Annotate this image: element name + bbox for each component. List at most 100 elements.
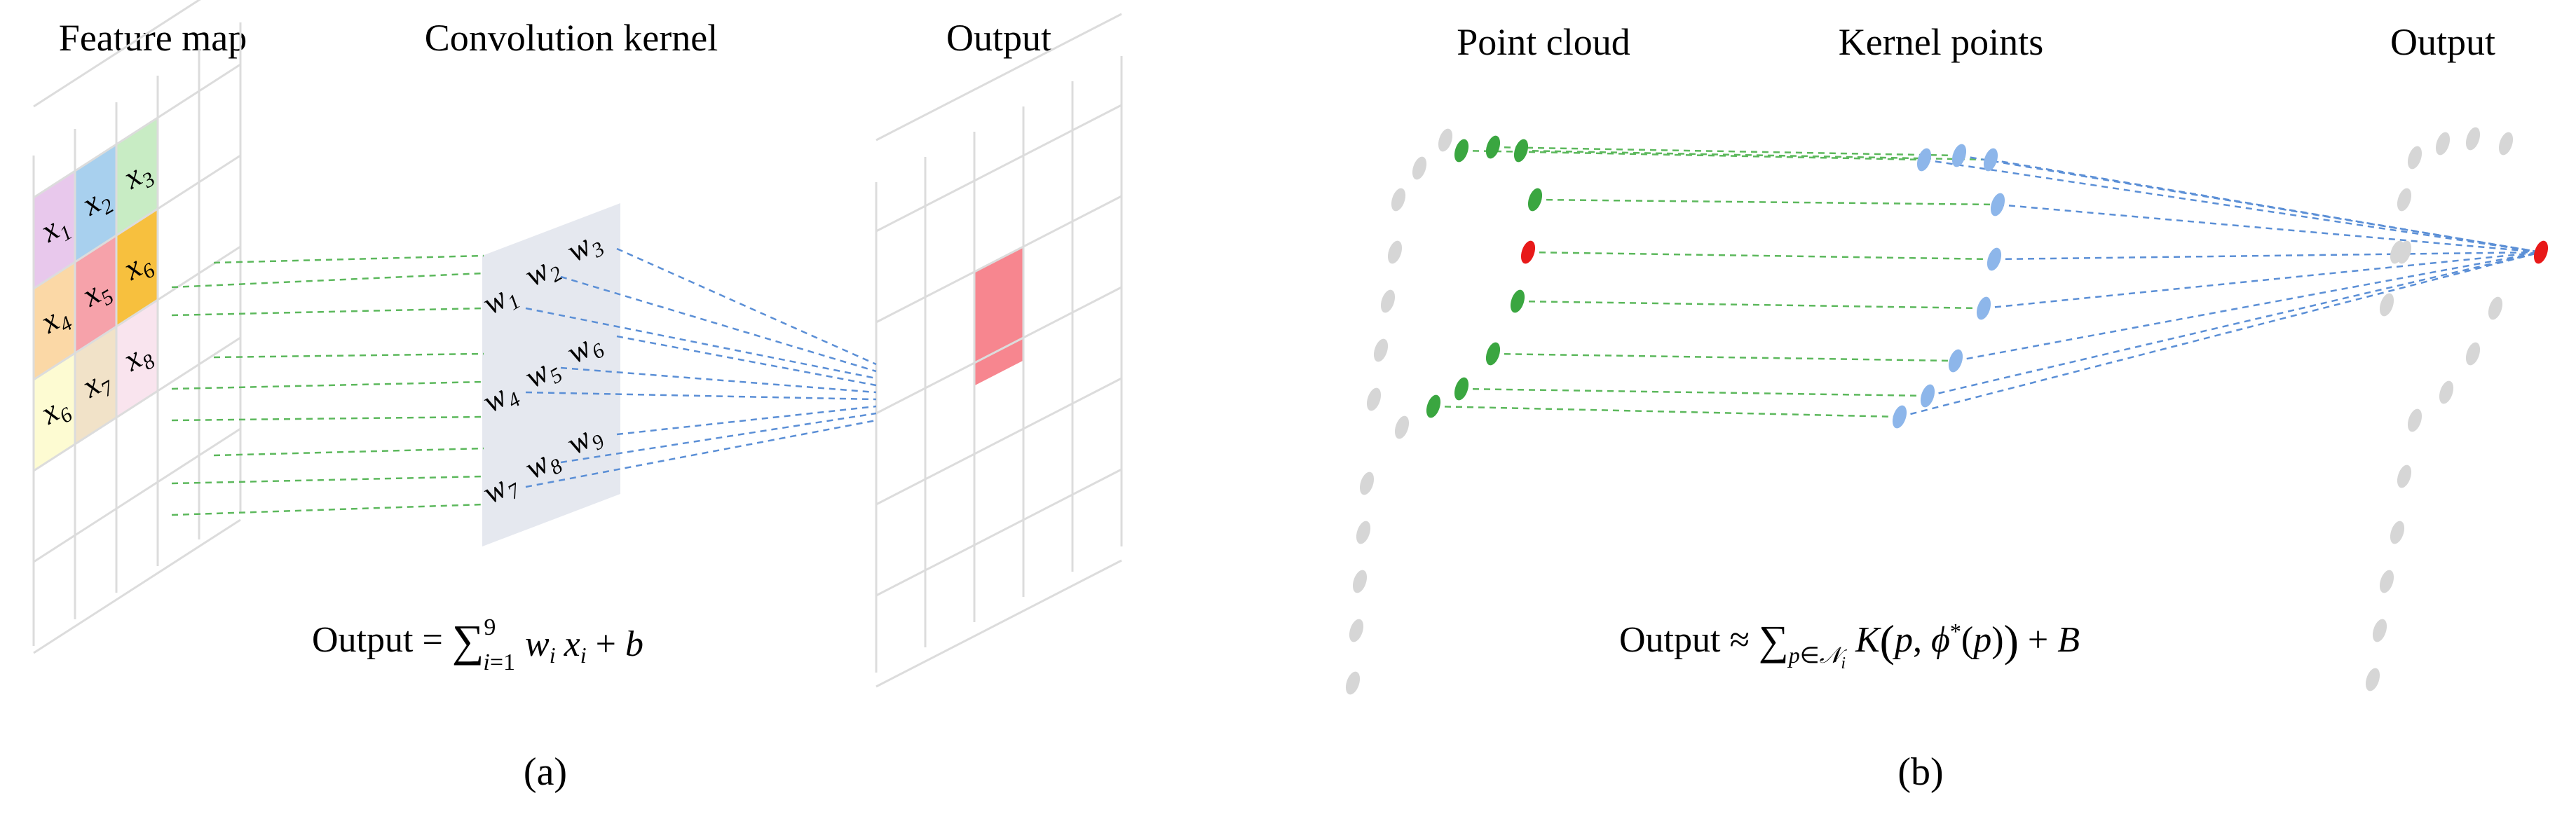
kernel-connection: [171, 380, 484, 390]
panel-a: Feature map Convolution kernel Output x1…: [32, 0, 1123, 794]
output-cloud-point: [2379, 293, 2394, 317]
neighbor-point: [1426, 394, 1441, 418]
output-cloud-point: [2407, 146, 2422, 170]
kernel-connection: [213, 254, 484, 264]
feature-cell-x1b: [34, 262, 75, 380]
feature-cell-x7: [34, 353, 75, 471]
kernel-points-label: Kernel points: [1839, 21, 2043, 63]
output-cloud-point: [2435, 132, 2451, 156]
output-cloud-point: [2397, 240, 2412, 264]
grid-line: [33, 154, 241, 290]
output-connection: [1990, 158, 2542, 254]
kernel-point: [1990, 193, 2005, 216]
kernel-connection: [1517, 300, 1984, 310]
cloud-point: [1394, 415, 1410, 439]
feature-cell-x5: [75, 235, 116, 353]
neighbor-point: [1485, 342, 1501, 366]
output-label-a: Output: [946, 17, 1051, 59]
grid-line: [33, 336, 241, 472]
kernel-point: [1920, 384, 1935, 408]
output-cloud-point: [2390, 521, 2405, 544]
output-connection: [1923, 158, 2542, 254]
kernel-connection: [171, 307, 484, 317]
panel-b-connections: [1433, 146, 2542, 418]
output-point: [2533, 240, 2549, 264]
output-connection: [525, 419, 877, 488]
feature-map-cells: [34, 118, 158, 471]
output-cloud-point: [2397, 188, 2412, 212]
output-connection: [616, 335, 877, 387]
grid-line: [875, 104, 1122, 233]
feature-cell-x2: [75, 144, 116, 262]
neighbor-point: [1454, 139, 1469, 163]
grid-line: [33, 63, 241, 199]
kernel-connection: [213, 447, 484, 457]
point-cloud-label: Point cloud: [1457, 21, 1630, 63]
kernel-connection: [1433, 405, 1900, 418]
output-connection: [616, 405, 877, 436]
kernel-point: [1916, 148, 1932, 172]
grid-line: [875, 195, 1122, 324]
grid-line: [875, 286, 1122, 415]
equation-b: Output ≈ ∑p∈𝒩iK(p, ϕ*(p)) + B: [1619, 616, 2080, 673]
grid-line: [875, 468, 1122, 597]
center-point: [1520, 240, 1536, 264]
cloud-point: [1349, 619, 1364, 642]
output-map-cells: [974, 247, 1023, 386]
feature-cell-x1: [34, 171, 75, 289]
cloud-point: [1373, 338, 1389, 362]
output-connection: [1899, 251, 2542, 418]
kernel-connection: [171, 415, 484, 422]
feature-cell-x9: [116, 300, 158, 418]
kernel-connection: [1461, 387, 1928, 397]
cloud-point: [1387, 240, 1403, 264]
output-cloud-point: [2465, 127, 2481, 151]
cloud-point: [1380, 289, 1396, 313]
output-cloud-point: [2397, 464, 2412, 488]
kernel-connection: [171, 503, 484, 516]
neighbor-point: [1454, 377, 1469, 401]
cloud-point: [1438, 128, 1453, 152]
output-cloud-point: [2465, 342, 2481, 366]
output-connection: [1997, 203, 2542, 254]
output-cloud-point: [2379, 570, 2394, 593]
output-label-b: Output: [2390, 21, 2495, 63]
kernel-point: [1948, 349, 1963, 373]
kernel-point: [1983, 148, 1998, 172]
neighbor-point: [1513, 139, 1529, 163]
kernel-connection: [1527, 251, 1995, 261]
kernel-connection: [1461, 149, 1925, 161]
caption-a: (a): [524, 750, 567, 794]
kernel-point: [1951, 144, 1967, 167]
kernel-plane: [482, 203, 620, 546]
kernel-point: [1892, 405, 1907, 429]
output-connection: [525, 391, 877, 401]
grid-line: [875, 13, 1122, 142]
output-cloud-point: [2488, 296, 2503, 320]
cloud-point: [1359, 471, 1375, 495]
output-cloud-point: [2407, 408, 2422, 432]
panel-b-points: [1345, 127, 2549, 695]
output-connection: [560, 412, 877, 464]
feature-cell-x8: [75, 326, 116, 444]
grid-line: [33, 0, 201, 108]
panel-a-connections: [171, 247, 877, 516]
panel-b: Point cloud Kernel points Output Output …: [1345, 21, 2549, 794]
kernel-connection: [1534, 198, 1998, 206]
neighbor-point: [1510, 289, 1525, 313]
cloud-point: [1366, 387, 1382, 411]
convolution-kernel-label: Convolution kernel: [425, 17, 718, 59]
grid-line: [33, 518, 241, 654]
output-connection: [1994, 251, 2542, 261]
cloud-point: [1391, 188, 1406, 212]
output-connection: [525, 307, 877, 380]
kernel-point: [1986, 247, 2002, 271]
output-cloud-point: [2365, 668, 2380, 691]
output-connection: [1927, 251, 2542, 397]
kernel-connection: [1492, 352, 1956, 362]
equation-b-text: Output ≈ ∑p∈𝒩iK(p, ϕ*(p)) + B: [1619, 616, 2080, 673]
kernel-point: [1976, 296, 1991, 320]
neighbor-point: [1485, 135, 1501, 159]
